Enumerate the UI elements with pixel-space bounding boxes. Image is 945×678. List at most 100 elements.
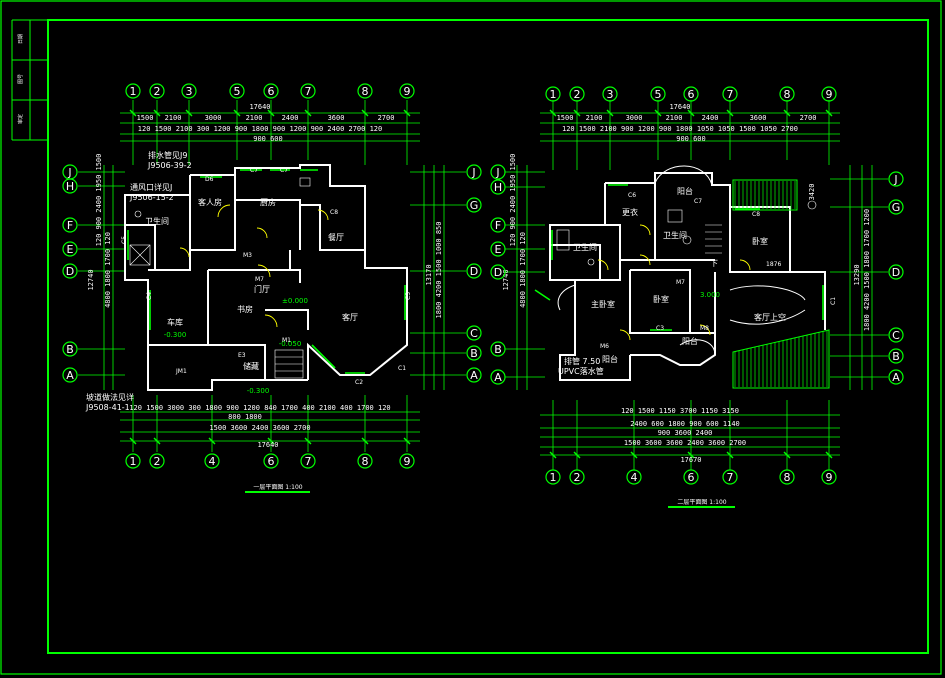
p2-axis-left-A-label: A <box>494 371 502 384</box>
p1-note-2: J9506-39-2 <box>147 161 192 170</box>
p1-dim-top-3: 3000 <box>205 114 222 122</box>
p2-code-M6: M6 <box>600 343 609 350</box>
p1-axis-right-C-label: C <box>470 327 478 340</box>
p1-axis-left-D-bubble <box>62 263 78 279</box>
p2-axis-left-J-bubble <box>490 164 506 180</box>
p2-note-2: UPVC落水管 <box>558 366 604 376</box>
p2-axis-right-A-bubble <box>888 369 904 385</box>
p2-dim-bottom-2: 2400 600 1800 900 600 1140 <box>630 420 740 428</box>
p2-axis-bottom-4-label: 4 <box>631 471 638 484</box>
p2-dim-bottom-1: 120 1500 1150 3700 1150 3150 <box>621 407 739 415</box>
p2-dim-top-6: 3600 <box>750 114 767 122</box>
p1-axis-bottom-6-label: 6 <box>268 455 275 468</box>
p2-code-1876: 1876 <box>766 261 781 268</box>
p1-code-C4: C4 <box>146 292 153 300</box>
p1-code-M7: M7 <box>255 276 264 283</box>
p1-note-1: 排水管见J9 <box>148 150 187 160</box>
p2-dim-right: 1800 4200 1500 1800 1700 1200 <box>863 209 871 331</box>
p1-room-study: 书房 <box>237 304 253 314</box>
first-floor-plan: 17640 1500 2100 3000 2100 2400 3600 2700… <box>62 83 482 493</box>
p2-axis-top-7-bubble <box>722 86 738 102</box>
p2-code-M7: M7 <box>676 279 685 286</box>
plan1-fixtures <box>129 177 311 379</box>
p2-axis-left-E-bubble <box>490 241 506 257</box>
p1-axis-top-9-label: 9 <box>404 85 411 98</box>
p1-axis-top-7-label: 7 <box>305 85 312 98</box>
p1-room-hall: 门厅 <box>254 284 270 294</box>
p1-axis-right-A-label: A <box>470 369 478 382</box>
p1-room-bath: 卫生间 <box>145 216 169 226</box>
p1-axis-top-1-bubble <box>125 83 141 99</box>
p1-dim-top-detail: 120 1500 2100 300 1200 900 1800 900 1200… <box>138 125 382 133</box>
p2-code-C8: C8 <box>752 211 760 218</box>
p2-axis-left-E-label: E <box>495 243 502 256</box>
p1-room-dining: 餐厅 <box>328 233 344 242</box>
p1-axis-top-2-bubble <box>149 83 165 99</box>
p1-title: 一层平面图 1:100 <box>253 484 302 491</box>
p2-axis-right-D-bubble <box>888 264 904 280</box>
p2-axis-left-H-label: H <box>494 181 502 194</box>
p1-room-garage: 车库 <box>167 317 183 327</box>
p2-dim-left-2: 4800 1800 1700 120 <box>519 232 527 308</box>
p2-axis-bottom-7-bubble <box>722 469 738 485</box>
p1-axis-left-E-bubble <box>62 241 78 257</box>
p1-dim-bottom-1: 120 1500 3000 300 1800 900 1200 840 1700… <box>129 404 390 412</box>
p2-room-bath: 卫生间 <box>573 242 597 252</box>
p1-level-garage: -0.300 <box>164 331 187 339</box>
plan1-doors <box>179 204 329 328</box>
p2-dim-right-total: 13290 <box>853 264 861 285</box>
plan2-walls <box>549 172 826 381</box>
p2-dim-balcony: 3420 <box>808 184 816 201</box>
p2-axis-top-5-label: 5 <box>655 88 662 101</box>
second-floor-plan: 17640 1500 2100 3000 2100 2400 3600 2700… <box>490 86 904 508</box>
p2-axis-bottom-8-bubble <box>779 469 795 485</box>
plan2-stair-hatch <box>732 179 830 389</box>
p1-axis-left-E-label: E <box>67 243 74 256</box>
p1-axis-left-F-bubble <box>62 217 78 233</box>
p1-axis-top-6-label: 6 <box>268 85 275 98</box>
p1-axis-bottom-9-label: 9 <box>404 455 411 468</box>
p2-axis-top-6-label: 6 <box>688 88 695 101</box>
p2-room-master: 主卧室 <box>591 299 615 309</box>
plan1-dimension-lines <box>78 100 466 452</box>
p2-axis-bottom-2-label: 2 <box>574 471 581 484</box>
p1-axis-right-J-bubble <box>466 164 482 180</box>
p2-axis-bottom-4-bubble <box>626 469 642 485</box>
p2-axis-right-G-label: G <box>892 201 901 214</box>
p1-axis-top-8-label: 8 <box>362 85 369 98</box>
p2-axis-bottom-7-label: 7 <box>727 471 734 484</box>
title-block-strip: 日期 图号 审定 <box>11 19 48 141</box>
p2-axis-top-1-bubble <box>545 86 561 102</box>
p1-dim-top-6: 3600 <box>328 114 345 122</box>
p2-room-bath-2: 卫生间 <box>663 230 687 240</box>
plan1-windows <box>127 169 406 374</box>
p2-axis-left-B-bubble <box>490 341 506 357</box>
p1-axis-bottom-4-label: 4 <box>209 455 216 468</box>
p1-dim-bottom-2: 800 1800 <box>228 413 262 421</box>
p1-axis-bottom-7-bubble <box>300 453 316 469</box>
p2-axis-right-C-label: C <box>892 329 900 342</box>
p2-axis-left-D-label: D <box>494 266 502 279</box>
p2-axis-bottom-9-label: 9 <box>826 471 833 484</box>
p1-axis-top-1-label: 1 <box>130 85 137 98</box>
p2-dim-bottom-4: 1500 3600 3600 2400 3600 2700 <box>624 439 746 447</box>
p1-note-4: J9506-15-2 <box>129 193 174 202</box>
p1-dim-left-2: 4800 1800 1700 120 <box>104 232 112 308</box>
p1-dim-bottom-3: 1500 3600 2400 3600 2700 <box>209 424 310 432</box>
p1-level-entry: -0.050 <box>279 340 302 348</box>
p1-axis-right-A-bubble <box>466 367 482 383</box>
p1-dim-total-top: 17640 <box>249 103 270 111</box>
p1-axis-top-9-bubble <box>399 83 415 99</box>
title-block-cell-2: 图号 <box>18 74 24 84</box>
p1-axis-left-F-label: F <box>67 219 73 232</box>
p2-axis-top-2-bubble <box>569 86 585 102</box>
p1-axis-top-5-bubble <box>229 83 245 99</box>
p1-axis-bottom-1-label: 1 <box>130 455 137 468</box>
p2-axis-right-G-bubble <box>888 199 904 215</box>
